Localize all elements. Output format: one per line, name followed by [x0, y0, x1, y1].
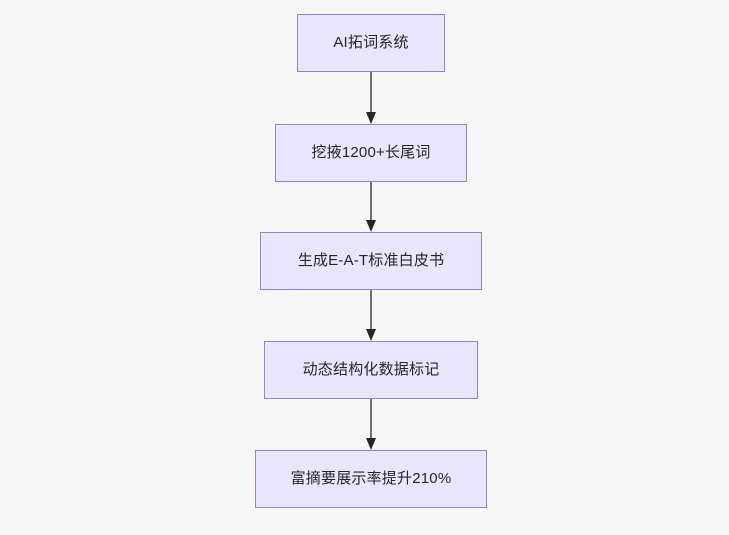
flow-edge-2-3 — [364, 182, 378, 232]
flow-node-1-label: AI拓词系统 — [333, 34, 409, 51]
flow-node-3-label: 生成E-A-T标准白皮书 — [297, 252, 445, 269]
flow-node-3[interactable]: 生成E-A-T标准白皮书 — [260, 232, 482, 290]
flow-node-4[interactable]: 动态结构化数据标记 — [264, 341, 478, 399]
flow-edge-3-4 — [364, 290, 378, 341]
flow-node-5[interactable]: 富摘要展示率提升210% — [255, 450, 487, 508]
flow-edge-4-5 — [364, 399, 378, 450]
flow-node-2[interactable]: 挖掖1200+长尾词 — [275, 124, 467, 182]
flow-node-1[interactable]: AI拓词系统 — [297, 14, 445, 72]
flow-node-5-label: 富摘要展示率提升210% — [290, 470, 452, 487]
flow-node-4-label: 动态结构化数据标记 — [302, 361, 440, 378]
flow-edge-1-2 — [364, 72, 378, 124]
flow-node-2-label: 挖掖1200+长尾词 — [311, 144, 431, 161]
